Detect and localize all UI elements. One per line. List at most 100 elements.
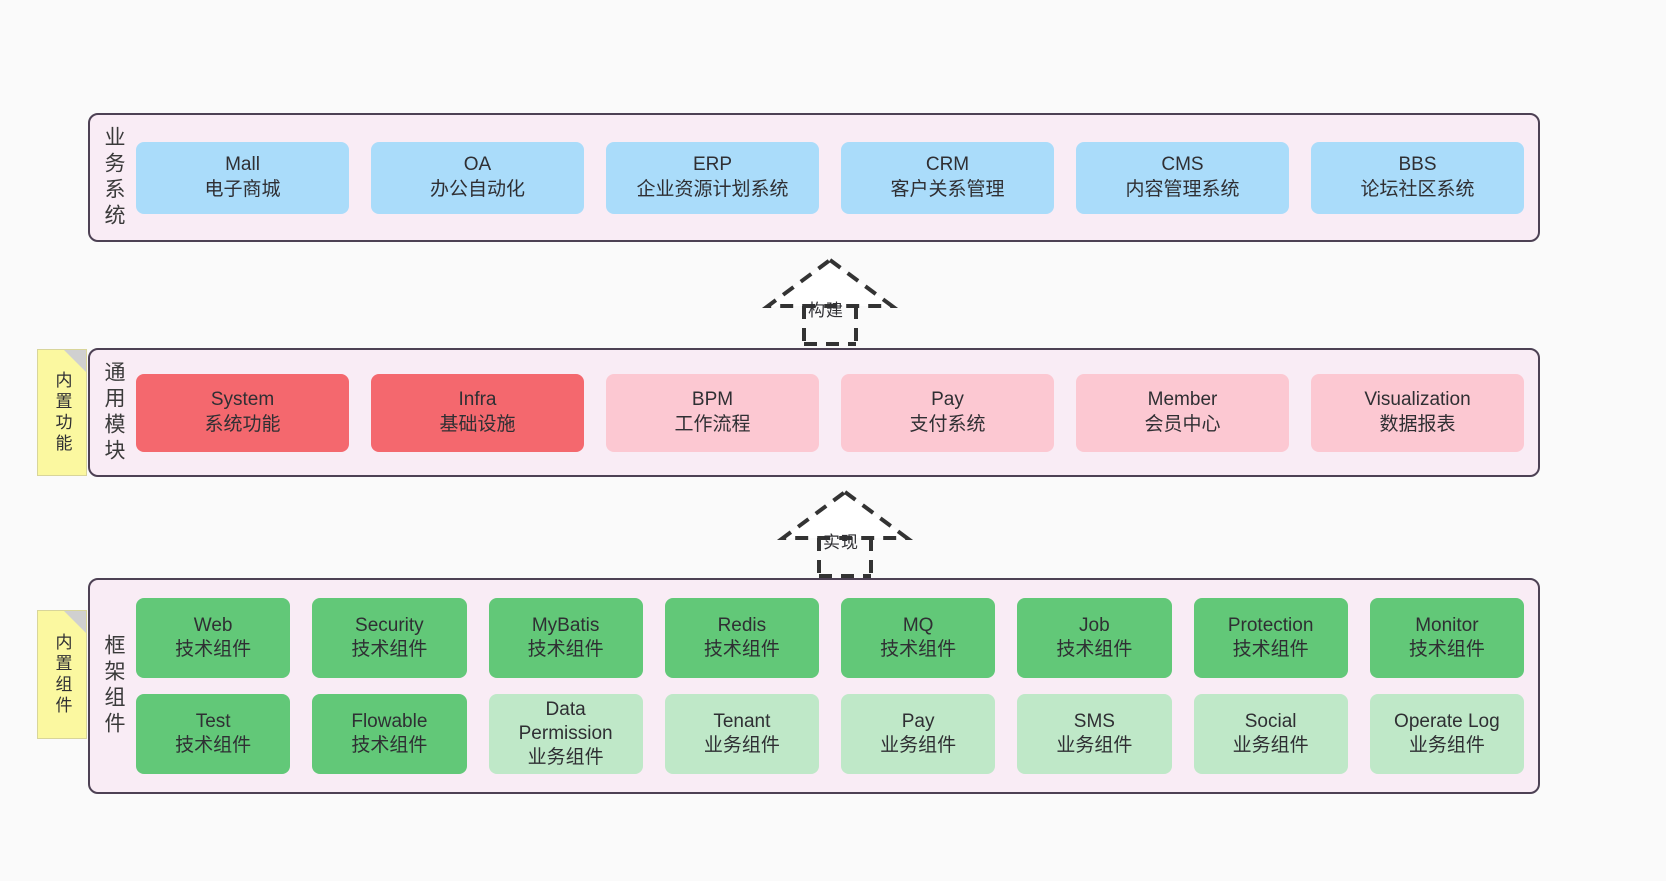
sticky-note-builtin-components: 内置组件 [37, 610, 87, 739]
node-title: BBS [1398, 154, 1437, 176]
connector-build: 构建 [760, 256, 900, 346]
node-title: Member [1147, 389, 1218, 411]
node-title: Redis [717, 614, 767, 636]
node-title: Social [1244, 710, 1297, 732]
node-title: System [210, 389, 275, 411]
sticky-note-builtin-components-label: 内置组件 [52, 632, 72, 717]
sticky-note-builtin-features: 内置功能 [37, 349, 87, 476]
node-subtitle: 客户关系管理 [890, 178, 1005, 200]
node-subtitle: 技术组件 [175, 735, 252, 756]
node-title: Operate Log [1394, 710, 1500, 732]
node-subtitle: 技术组件 [880, 639, 957, 660]
node-subtitle: 数据报表 [1379, 413, 1456, 435]
sticky-note-builtin-features-label: 内置功能 [52, 370, 72, 455]
node-title: Pay [901, 710, 935, 732]
node-title: Mall [225, 154, 260, 176]
node-title: ERP [692, 154, 733, 176]
node-title: Protection [1227, 614, 1314, 636]
node-title: Flowable [351, 710, 428, 732]
sticky-fold-icon [64, 350, 86, 372]
node-title: Web [193, 614, 233, 636]
node-subtitle: 内容管理系统 [1125, 178, 1240, 200]
node-subtitle: 技术组件 [703, 639, 780, 660]
node-subtitle: 技术组件 [1408, 639, 1485, 660]
node-subtitle: 业务组件 [527, 747, 604, 769]
node-framework-flowable[interactable]: Flowable 技术组件 [312, 694, 467, 774]
layer-common-label: 通用模块 [102, 360, 125, 465]
node-subtitle: 业务组件 [880, 735, 957, 756]
node-subtitle: 基础设施 [439, 413, 516, 435]
node-subtitle: 支付系统 [909, 413, 986, 435]
node-framework-tenant[interactable]: Tenant 业务组件 [664, 694, 819, 774]
node-framework-mybatis[interactable]: MyBatis 技术组件 [488, 598, 643, 678]
layer-framework-label: 框架组件 [102, 634, 125, 738]
node-framework-redis[interactable]: Redis 技术组件 [664, 598, 819, 678]
node-framework-web[interactable]: Web 技术组件 [136, 598, 291, 678]
node-subtitle: 业务组件 [703, 735, 780, 756]
node-subtitle: 办公自动化 [429, 178, 525, 200]
arrow-stem [817, 538, 873, 578]
node-subtitle: 技术组件 [527, 639, 604, 660]
node-subtitle: 业务组件 [1232, 735, 1309, 756]
node-title: OA [463, 154, 492, 176]
node-framework-monitor[interactable]: Monitor 技术组件 [1369, 598, 1524, 678]
node-title: Job [1079, 614, 1110, 636]
node-title: MQ [902, 614, 934, 636]
node-title: Security [355, 614, 424, 636]
node-subtitle: 论坛社区系统 [1360, 178, 1475, 200]
node-subtitle: 业务组件 [1408, 735, 1485, 756]
node-subtitle: 工作流程 [674, 413, 751, 435]
node-title: Monitor [1415, 614, 1479, 636]
arrow-stem [802, 306, 858, 346]
node-subtitle: 技术组件 [175, 639, 252, 660]
node-title: BPM [691, 389, 734, 411]
node-subtitle: 技术组件 [1056, 639, 1133, 660]
node-framework-job[interactable]: Job 技术组件 [1017, 598, 1172, 678]
node-title: CMS [1161, 154, 1204, 176]
node-framework-operate-log[interactable]: Operate Log 业务组件 [1369, 694, 1524, 774]
node-subtitle: 电子商城 [204, 178, 281, 200]
arrowhead-triangle [761, 257, 899, 308]
node-framework-social[interactable]: Social 业务组件 [1193, 694, 1348, 774]
sticky-fold-icon [64, 611, 86, 633]
connector-implement-svg [776, 489, 914, 578]
node-subtitle: 会员中心 [1144, 413, 1221, 435]
node-subtitle: 系统功能 [204, 413, 281, 435]
node-title: Pay [931, 389, 964, 411]
node-title: Tenant [713, 710, 771, 732]
node-framework-pay[interactable]: Pay 业务组件 [841, 694, 996, 774]
node-title: MyBatis [531, 614, 600, 636]
connector-implement: 实现 [775, 488, 915, 578]
node-framework-mq[interactable]: MQ 技术组件 [841, 598, 996, 678]
layer-business-label: 业务系统 [102, 125, 125, 230]
node-title: CRM [925, 154, 970, 176]
node-subtitle: 技术组件 [351, 735, 428, 756]
